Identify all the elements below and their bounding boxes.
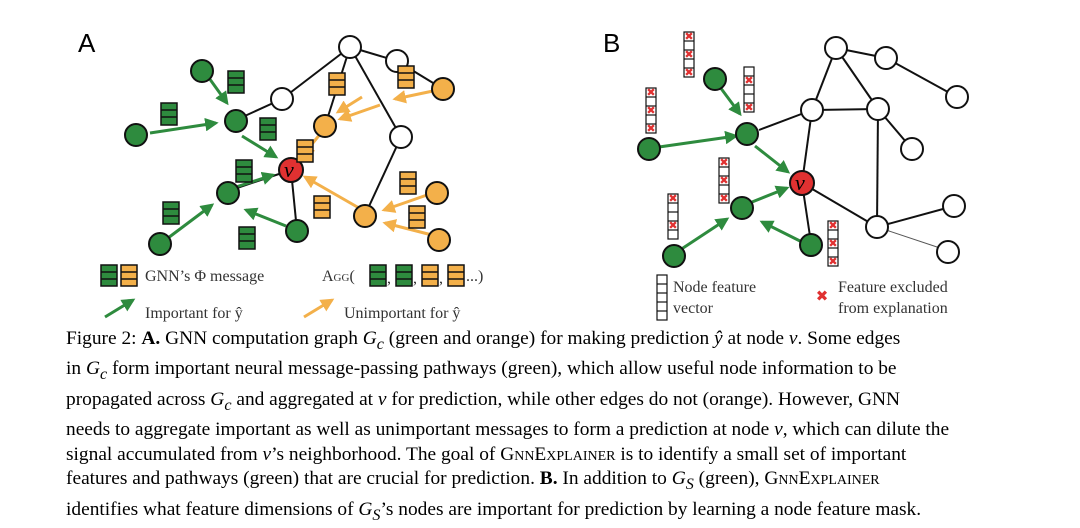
message-stack: [399, 171, 417, 195]
caption-line-1: Figure 2: A. GNN computation graph Gc (g…: [66, 328, 901, 353]
legend-a: GNN’s Φ message Agg( , , , ...) Importan…: [100, 264, 483, 322]
message-stack: [238, 226, 256, 250]
legend-important-label: Important for ŷ: [145, 305, 243, 322]
legend-cross-icon: ✖: [816, 287, 829, 305]
feature-vector: [645, 87, 657, 134]
panel-a-label: A: [78, 28, 96, 58]
legend-agg-prefix: Agg(: [322, 268, 355, 285]
svg-text:✖: ✖: [828, 237, 837, 250]
message-stack: [328, 72, 346, 96]
svg-text:✖: ✖: [744, 74, 753, 87]
caption-line-5: signal accumulated from v’s neighborhood…: [66, 443, 907, 465]
svg-text:✖: ✖: [719, 174, 728, 187]
caption-line-7: identifies what feature dimensions of GS…: [66, 498, 922, 524]
panel-b-graph: v ✖ ✖ ✖ ✖ ✖ ✖ ✖ ✖ ✖ ✖ ✖ ✖ ✖ ✖ ✖ ✖: [637, 30, 969, 268]
center-node-label-a: v: [284, 157, 294, 182]
legend-unimportant-label: Unimportant for ŷ: [344, 305, 460, 322]
svg-text:✖: ✖: [668, 192, 677, 205]
feature-vectors: [645, 31, 839, 267]
svg-text:✖: ✖: [646, 104, 655, 117]
figure-caption: Figure 2: A. GNN computation graph Gc (g…: [66, 327, 1066, 528]
feature-vector: [683, 31, 695, 78]
message-stack: [160, 102, 178, 126]
svg-text:✖: ✖: [828, 219, 837, 232]
svg-text:✖: ✖: [684, 48, 693, 61]
caption-line-2: in Gc form important neural message-pass…: [66, 358, 897, 384]
legend-b: Node feature vector ✖ Feature excluded f…: [656, 274, 948, 321]
svg-text:✖: ✖: [744, 101, 753, 114]
message-stack: [397, 65, 415, 89]
svg-text:✖: ✖: [684, 30, 693, 43]
center-node-label-b: v: [795, 170, 805, 195]
message-stack: [235, 159, 253, 183]
legend-excluded-line1: Feature excluded: [838, 279, 948, 296]
svg-text:✖: ✖: [668, 219, 677, 232]
feature-vector: [718, 157, 730, 204]
svg-text:✖: ✖: [828, 255, 837, 268]
message-stack: [162, 201, 180, 225]
svg-text:✖: ✖: [719, 156, 728, 169]
message-stack: [259, 117, 277, 141]
svg-text:,: ,: [413, 270, 417, 287]
legend-agg-icons: [369, 264, 465, 287]
svg-text:✖: ✖: [719, 192, 728, 205]
excluded-feature-marks: ✖ ✖ ✖ ✖ ✖ ✖ ✖ ✖ ✖ ✖ ✖ ✖ ✖ ✖ ✖ ✖: [646, 30, 837, 268]
message-stack: [296, 139, 314, 163]
legend-feature-vector-icon: [656, 274, 668, 321]
feature-vector: [667, 193, 679, 240]
svg-text:,: ,: [439, 270, 443, 287]
svg-text:✖: ✖: [646, 86, 655, 99]
caption-line-6: features and pathways (green) that are c…: [66, 468, 880, 493]
message-stack: [227, 70, 245, 94]
panel-b-label: B: [603, 28, 620, 58]
legend-green-arrow: [104, 298, 136, 319]
legend-node-feature-line1: Node feature: [673, 279, 756, 296]
figure-2-diagram: A: [78, 28, 969, 322]
feature-vector: [827, 220, 839, 267]
svg-text:✖: ✖: [646, 122, 655, 135]
legend-agg-ellipsis: ...): [466, 268, 483, 285]
message-stack: [313, 195, 331, 219]
panel-a-graph: v: [124, 35, 455, 256]
caption-line-4: needs to aggregate important as well as …: [66, 419, 950, 441]
caption-line-3: propagated across Gc and aggregated at v…: [66, 388, 900, 414]
svg-text:,: ,: [387, 270, 391, 287]
legend-orange-arrow: [303, 298, 335, 319]
message-stack: [408, 205, 426, 229]
legend-excluded-line2: from explanation: [838, 300, 948, 317]
feature-vector: [743, 66, 755, 113]
legend-message-label: GNN’s Φ message: [145, 268, 264, 285]
legend-message-icon: [100, 264, 138, 287]
legend-node-feature-line2: vector: [673, 300, 714, 317]
svg-text:✖: ✖: [684, 66, 693, 79]
